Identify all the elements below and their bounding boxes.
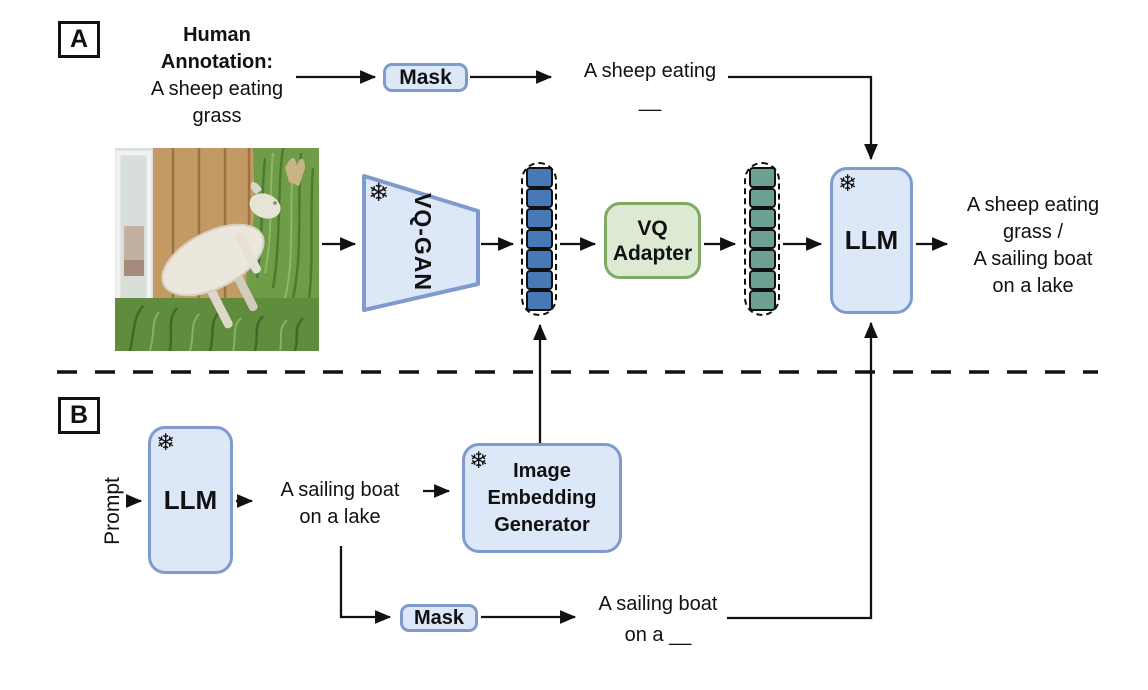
adapted-token <box>748 249 776 270</box>
generated-caption-line1: A sailing boat <box>280 479 400 501</box>
mask-box-a: Mask <box>383 63 468 92</box>
mask-b-label: Mask <box>413 606 465 629</box>
output-line-4: on a lake <box>992 275 1074 297</box>
generator-line-1: Image <box>513 459 571 482</box>
image-token <box>525 228 553 250</box>
adapted-token <box>748 228 776 250</box>
masked-caption-b-line1: A sailing boat <box>598 593 718 615</box>
vq-adapter-line2: Adapter <box>612 241 693 265</box>
vq-adapter-box: VQ Adapter <box>604 202 701 279</box>
image-token <box>525 167 553 188</box>
vqgan-trapezoid <box>362 174 480 312</box>
annotation-line-4: grass <box>192 105 242 127</box>
image-token-column <box>521 162 557 316</box>
masked-caption-a-line2: __ <box>638 90 662 112</box>
adapted-token <box>748 290 776 312</box>
masked-caption-a: A sheep eating __ <box>575 56 725 116</box>
vqgan-label-text: VQ-GAN <box>410 193 436 291</box>
annotation-line-1: Human <box>183 24 251 46</box>
panel-a-label: A <box>58 21 100 58</box>
llm-a-label: LLM <box>844 225 899 255</box>
output-line-1: A sheep eating <box>966 194 1100 216</box>
snowflake-icon: ❄ <box>469 448 489 474</box>
vqgan-label: VQ-GAN <box>410 177 436 307</box>
snowflake-icon: ❄ <box>368 178 389 207</box>
panel-a-label-text: A <box>69 25 89 53</box>
masked-caption-b: A sailing boat on a __ <box>588 589 728 651</box>
mask-a-label: Mask <box>399 65 452 89</box>
llm-output-text: A sheep eating grass / A sailing boat on… <box>952 192 1114 300</box>
generator-line-3: Generator <box>494 513 590 536</box>
image-embedding-generator-box: Image Embedding Generator <box>462 443 622 553</box>
llm-b-label: LLM <box>163 484 218 515</box>
snowflake-icon: ❄ <box>156 430 176 456</box>
llm-box-b: LLM <box>148 426 233 574</box>
image-token <box>525 269 553 291</box>
output-line-2: grass / <box>1002 221 1064 243</box>
adapted-token <box>748 208 776 229</box>
output-line-3: A sailing boat <box>973 248 1093 270</box>
adapted-token <box>748 167 776 188</box>
snowflake-icon: ❄ <box>838 171 858 197</box>
vq-adapter-line1: VQ <box>637 216 668 240</box>
llm-box-a: LLM <box>830 167 913 314</box>
generator-line-2: Embedding <box>487 486 597 509</box>
sheep-photo <box>115 148 319 351</box>
image-token <box>525 249 553 270</box>
panel-b-label: B <box>58 397 100 434</box>
panel-b-label-text: B <box>69 401 89 429</box>
image-token <box>525 187 553 209</box>
mask-box-b: Mask <box>400 604 478 632</box>
masked-caption-a-line1: A sheep eating <box>583 60 717 82</box>
masked-caption-b-line2: on a __ <box>624 624 692 646</box>
generated-caption-line2: on a lake <box>299 506 381 528</box>
image-token <box>525 208 553 229</box>
human-annotation-text: Human Annotation: A sheep eating grass <box>132 22 302 130</box>
adapted-token <box>748 269 776 291</box>
annotation-line-2: Annotation: <box>160 51 274 73</box>
prompt-label-text: Prompt <box>101 477 124 545</box>
adapted-token <box>748 187 776 209</box>
arrow-masked-caption-b-to-llm-bottom <box>727 321 878 620</box>
annotation-line-3: A sheep eating <box>150 78 284 100</box>
image-token <box>525 290 553 312</box>
prompt-label: Prompt <box>101 466 127 556</box>
arrow-caption-a-to-llm-top <box>728 75 878 161</box>
adapted-token-column <box>744 162 780 316</box>
generated-caption-b: A sailing boat on a lake <box>265 477 415 531</box>
arrow-caption-b-to-mask-b <box>339 546 392 624</box>
